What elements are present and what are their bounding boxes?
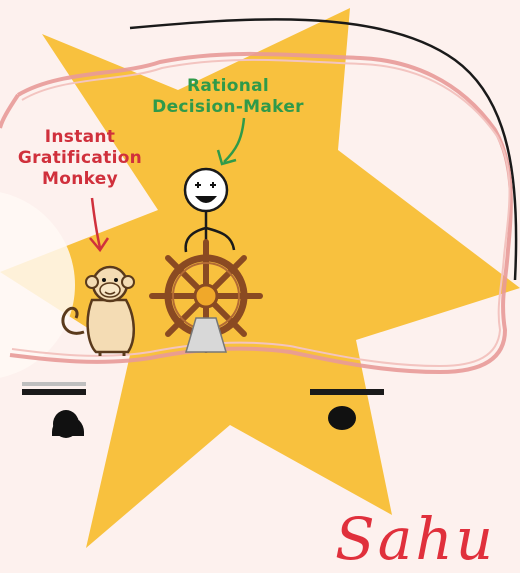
- monkey-label-line-2: Gratification: [17, 148, 143, 168]
- monkey-label-line-1: Instant: [44, 127, 116, 147]
- starburst-shape: [0, 8, 520, 548]
- right-eye-ball: [328, 406, 356, 430]
- green-arrow: [223, 117, 246, 163]
- monkey-icon: [61, 265, 135, 356]
- diagram-canvas: [0, 8, 520, 548]
- procrastination-diagram: Rational Decision-Maker Instant Gratific…: [0, 8, 520, 573]
- left-glow: [0, 192, 75, 378]
- wheel-stand: [184, 317, 228, 353]
- instant-gratification-monkey-label: Instant Gratification Monkey: [0, 127, 162, 190]
- monkey-label-line-3: Monkey: [42, 169, 118, 189]
- smiley-face-icon: [183, 167, 229, 213]
- green-arrow-head: [216, 149, 237, 166]
- handwritten-signature-text: Sahu: [335, 505, 497, 573]
- head-outline: [129, 18, 518, 281]
- left-eye-ball: [53, 410, 79, 438]
- red-arrow: [90, 197, 102, 249]
- rational-label-line-2: Decision-Maker: [152, 97, 304, 117]
- ship-wheel-icon: [149, 239, 263, 353]
- red-arrow-head: [89, 237, 110, 253]
- rational-label-line-1: Rational: [187, 76, 269, 96]
- rational-decision-maker-label: Rational Decision-Maker: [128, 76, 328, 118]
